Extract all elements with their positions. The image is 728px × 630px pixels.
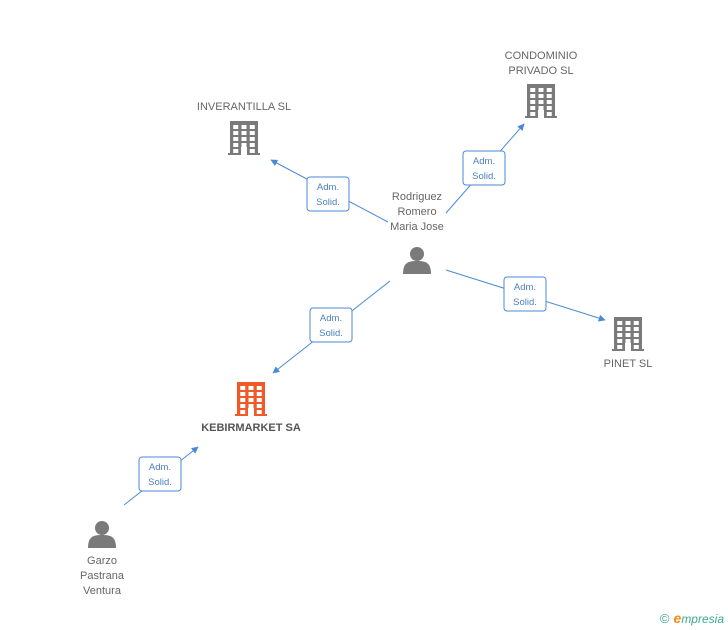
edge-rodriguez-condominio: Adm. Solid. bbox=[445, 123, 525, 214]
edge-rodriguez-pinet: Adm. Solid. bbox=[445, 269, 606, 322]
copyright-symbol: © bbox=[659, 611, 670, 626]
person-icon bbox=[88, 521, 116, 548]
badge-box bbox=[503, 276, 547, 312]
node-label[interactable]: PINET SL bbox=[604, 358, 653, 370]
relation-badge[interactable]: Adm. Solid. bbox=[462, 150, 506, 186]
relation-badge[interactable]: Adm. Solid. bbox=[306, 176, 350, 212]
node-label[interactable]: Ventura bbox=[83, 585, 122, 597]
nodes-layer: INVERANTILLA SL CONDOMINIO PRIVADO SL Rodri… bbox=[80, 50, 652, 597]
badge-box bbox=[306, 176, 350, 212]
badge-label: Solid. bbox=[148, 477, 172, 488]
building-icon bbox=[525, 84, 557, 118]
node-pinet[interactable]: PINET SL bbox=[604, 317, 653, 370]
badge-box bbox=[462, 150, 506, 186]
node-label[interactable]: KEBIRMARKET SA bbox=[201, 422, 301, 434]
relation-badge[interactable]: Adm. Solid. bbox=[503, 276, 547, 312]
footer-brand: ©empresia bbox=[660, 610, 724, 626]
building-icon bbox=[228, 121, 260, 155]
node-inverantilla[interactable]: INVERANTILLA SL bbox=[197, 101, 291, 155]
edges-layer: Adm. Solid. Adm. Solid. Adm. Solid. Adm. Solid.… bbox=[123, 123, 606, 506]
node-label[interactable]: Rodriguez bbox=[392, 191, 442, 203]
node-label[interactable]: Romero bbox=[397, 206, 436, 218]
building-icon bbox=[612, 317, 644, 351]
badge-label: Solid. bbox=[472, 171, 496, 182]
relation-badge[interactable]: Adm. Solid. bbox=[138, 456, 182, 492]
node-kebirmarket[interactable]: KEBIRMARKET SA bbox=[201, 382, 301, 434]
badge-label: Adm. bbox=[320, 313, 342, 324]
person-icon bbox=[403, 247, 431, 274]
node-label[interactable]: INVERANTILLA SL bbox=[197, 101, 291, 113]
badge-label: Adm. bbox=[473, 156, 495, 167]
badge-label: Adm. bbox=[317, 182, 339, 193]
badge-box bbox=[309, 307, 353, 343]
node-label[interactable]: Maria Jose bbox=[390, 221, 444, 233]
badge-label: Solid. bbox=[316, 197, 340, 208]
badge-label: Solid. bbox=[513, 297, 537, 308]
node-condominio[interactable]: CONDOMINIO PRIVADO SL bbox=[505, 50, 578, 118]
node-label[interactable]: PRIVADO SL bbox=[508, 65, 573, 77]
edge-rodriguez-inverantilla: Adm. Solid. bbox=[270, 159, 389, 223]
building-icon bbox=[235, 382, 267, 416]
badge-label: Adm. bbox=[514, 282, 536, 293]
node-label[interactable]: Pastrana bbox=[80, 570, 125, 582]
brand-logo: empresia bbox=[673, 610, 724, 626]
node-label[interactable]: CONDOMINIO bbox=[505, 50, 578, 62]
badge-label: Solid. bbox=[319, 328, 343, 339]
node-label[interactable]: Garzo bbox=[87, 555, 117, 567]
relation-badge[interactable]: Adm. Solid. bbox=[309, 307, 353, 343]
edge-rodriguez-kebirmarket: Adm. Solid. bbox=[272, 280, 391, 374]
edge-garzo-kebirmarket: Adm. Solid. bbox=[123, 446, 199, 506]
badge-box bbox=[138, 456, 182, 492]
badge-label: Adm. bbox=[149, 462, 171, 473]
